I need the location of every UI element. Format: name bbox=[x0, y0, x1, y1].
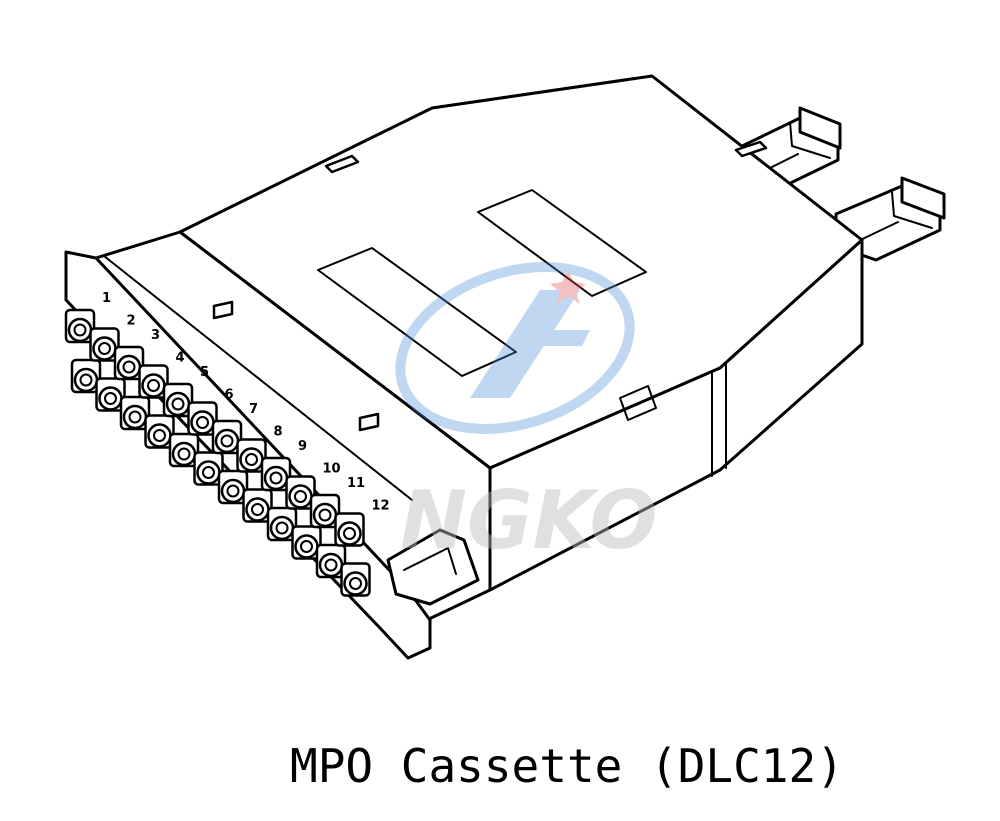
port-label-4: 4 bbox=[176, 351, 185, 366]
port-label-3: 3 bbox=[151, 328, 160, 343]
lc-port-5-b bbox=[168, 432, 200, 468]
diagram-caption: MPO Cassette (DLC12) bbox=[290, 739, 844, 793]
lc-port-array bbox=[64, 308, 371, 597]
lc-port-5-a bbox=[162, 382, 194, 418]
cassette-body bbox=[94, 74, 864, 630]
lc-port-8-b bbox=[242, 488, 273, 523]
port-label-8: 8 bbox=[274, 425, 283, 440]
port-label-1: 1 bbox=[102, 291, 111, 306]
port-label-7: 7 bbox=[249, 402, 258, 417]
lc-port-12-a bbox=[334, 512, 365, 547]
lc-port-9-b bbox=[266, 506, 298, 542]
port-label-5: 5 bbox=[200, 365, 209, 380]
lc-port-4-a bbox=[138, 364, 169, 399]
port-label-11: 11 bbox=[347, 476, 365, 491]
port-label-10: 10 bbox=[323, 462, 341, 477]
lc-port-10-b bbox=[291, 525, 322, 560]
lc-port-11-a bbox=[309, 493, 341, 529]
lc-port-7-a bbox=[211, 419, 243, 455]
lc-port-3-a bbox=[113, 345, 145, 381]
lc-port-6-a bbox=[187, 401, 218, 436]
lc-port-2-b bbox=[95, 377, 126, 412]
port-label-6: 6 bbox=[225, 388, 234, 403]
watermark-logo bbox=[395, 262, 635, 434]
watermark-text: NGKO bbox=[400, 474, 658, 567]
port-label-9: 9 bbox=[298, 439, 307, 454]
lc-port-6-b bbox=[193, 451, 224, 486]
lc-port-10-a bbox=[285, 475, 316, 510]
port-label-12: 12 bbox=[372, 499, 390, 514]
lc-port-12-b bbox=[340, 562, 371, 597]
lc-port-9-a bbox=[260, 456, 292, 492]
lc-port-1-b bbox=[70, 358, 102, 394]
lc-port-2-a bbox=[89, 327, 120, 362]
lc-port-11-b bbox=[315, 543, 347, 579]
port-label-2: 2 bbox=[127, 314, 136, 329]
